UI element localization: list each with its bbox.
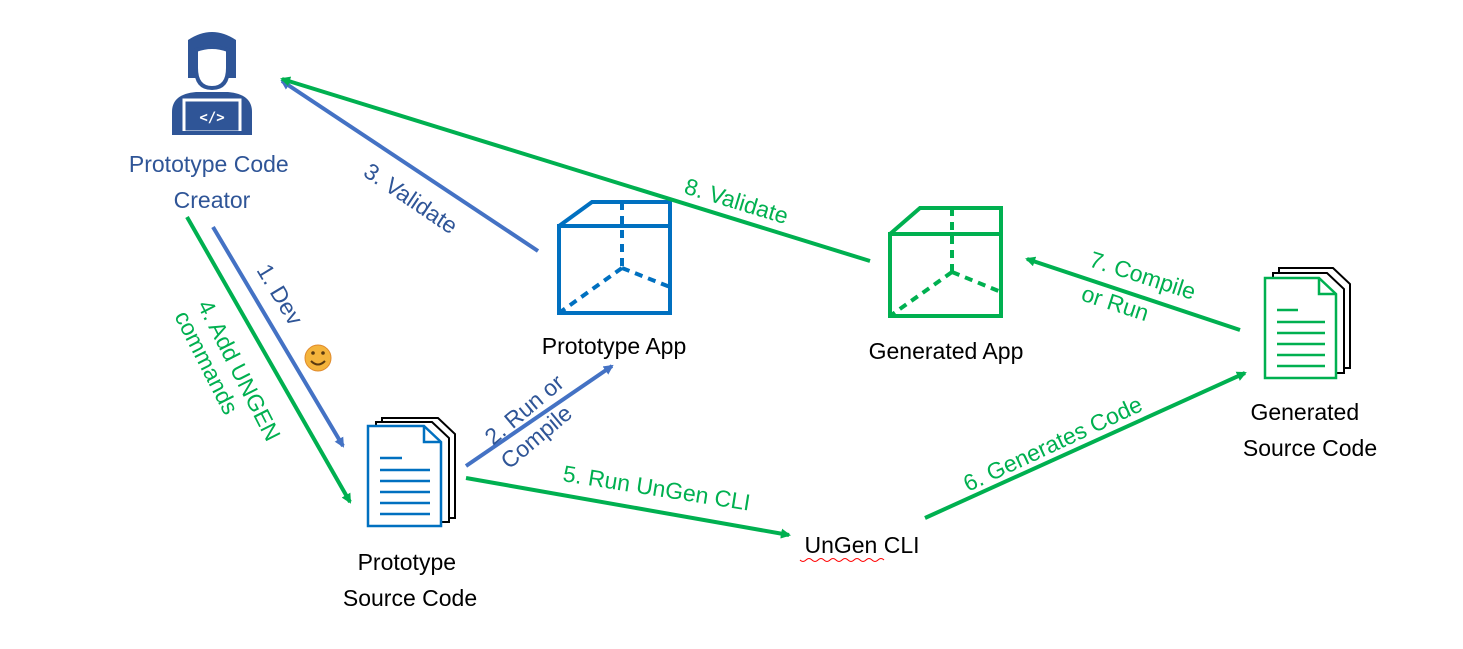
generated-app-cube-icon: [888, 206, 1003, 318]
svg-text:</>: </>: [199, 110, 224, 126]
generated-app-label: Generated App: [869, 338, 1024, 364]
generated-source-document-icon: [1263, 267, 1351, 380]
edge-generates-label: 6. Generates Code: [959, 391, 1146, 497]
edge-add-ungen-arrow: [185, 216, 352, 504]
generated-source-label-line2: Source Code: [1243, 435, 1377, 461]
edge-generates-arrow: [924, 371, 1247, 520]
ungen-cli-label: UnGen CLI: [804, 532, 919, 558]
developer-person-icon: </>: [172, 32, 252, 135]
prototype-app-label: Prototype App: [542, 333, 687, 359]
edge-validate3-arrow: [280, 79, 540, 253]
edge-dev-arrow: [211, 225, 345, 448]
edge-validate8-arrow: [280, 76, 871, 263]
edge-dev-label: 1. Dev: [252, 259, 309, 330]
prototype-source-document-icon: [366, 417, 456, 528]
edge-validate3-label: 3. Validate: [359, 158, 462, 239]
prototype-app-cube-icon: [557, 200, 672, 315]
generated-source-label: Generated Source Code: [1243, 399, 1377, 461]
edge-run-compile-arrow: [464, 364, 614, 468]
creator-label: Prototype Code Creator: [129, 151, 295, 213]
edge-compile-run-arrow: [1025, 256, 1241, 332]
prototype-source-label-line2: Source Code: [343, 585, 477, 611]
prototype-source-label-line1: Prototype: [358, 549, 456, 575]
edge-run-cli-arrow: [465, 476, 791, 539]
edge-run-cli-label: 5. Run UnGen CLI: [561, 460, 752, 515]
spellcheck-underline: [799, 558, 885, 562]
prototype-source-label: Prototype Source Code: [343, 549, 477, 611]
smiley-emoji-icon: [304, 344, 332, 372]
generated-source-label-line1: Generated: [1250, 399, 1359, 425]
creator-label-line2: Creator: [174, 187, 251, 213]
creator-label-line1: Prototype Code: [129, 151, 289, 177]
